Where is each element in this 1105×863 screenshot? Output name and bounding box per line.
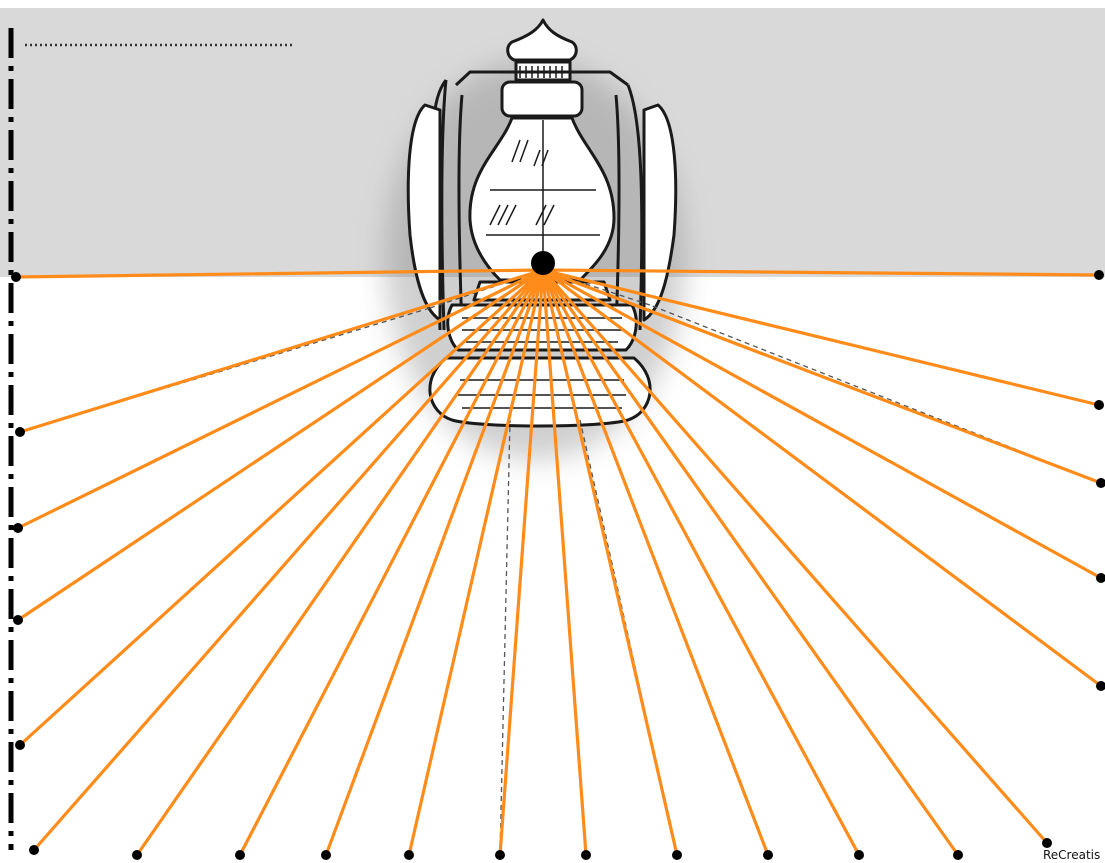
anchor-point-icon <box>763 850 773 860</box>
anchor-point-icon <box>132 850 142 860</box>
anchor-point-icon <box>15 427 25 437</box>
anchor-point-icon <box>672 850 682 860</box>
anchor-point-icon <box>11 272 21 282</box>
light-source-point-icon <box>531 251 555 275</box>
anchor-point-icon <box>29 845 39 855</box>
ray-line <box>543 270 958 855</box>
ray-line <box>543 270 1047 843</box>
ray-line <box>137 270 543 855</box>
anchor-point-icon <box>495 850 505 860</box>
anchor-point-icon <box>1094 400 1104 410</box>
anchor-point-icon <box>13 615 23 625</box>
anchor-point-icon <box>1096 478 1105 488</box>
ray-line <box>20 270 543 745</box>
anchor-point-icon <box>1042 838 1052 848</box>
anchor-point-icon <box>321 850 331 860</box>
anchor-point-icon <box>235 850 245 860</box>
anchor-point-icon <box>1094 270 1104 280</box>
watermark-text: ReCreatis <box>1043 848 1100 862</box>
anchor-point-icon <box>404 850 414 860</box>
anchor-point-icon <box>854 850 864 860</box>
anchor-point-icon <box>13 523 23 533</box>
anchor-point-icon <box>15 740 25 750</box>
anchor-point-icon <box>953 850 963 860</box>
ray-line <box>543 270 1101 686</box>
anchor-point-icon <box>581 850 591 860</box>
